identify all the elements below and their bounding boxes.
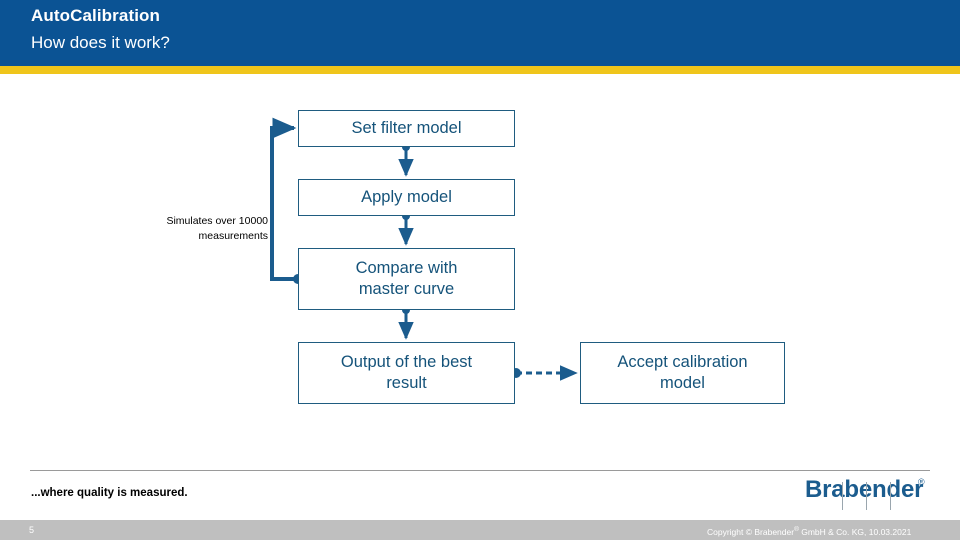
flow-node-label-line1: Output of the best — [340, 353, 473, 371]
flow-node-label-line1: Accept calibration — [617, 353, 748, 371]
footer-divider — [30, 470, 930, 471]
copyright-prefix: Copyright © Brabender — [707, 526, 795, 537]
connector-output-to-accept — [511, 365, 578, 381]
page-title: AutoCalibration — [31, 6, 160, 25]
page-number: 5 — [29, 525, 35, 535]
accent-stripe — [0, 66, 960, 74]
flow-node-label-wrap: Compare with master curve — [356, 258, 458, 300]
flow-node-apply-model[interactable]: Apply model — [298, 179, 515, 216]
flow-node-accept-calibration-model[interactable]: Accept calibration model — [580, 342, 785, 404]
simulation-annotation: Simulates over 10000 measurements — [120, 214, 268, 244]
connector-compare-to-output — [398, 306, 414, 340]
connector-set-filter-to-apply — [398, 143, 414, 177]
logo-tick-icon-1 — [842, 482, 843, 510]
flow-node-label: Set filter model — [351, 119, 462, 137]
registered-mark-icon: ® — [918, 477, 925, 487]
footer-bar — [0, 520, 960, 540]
flow-node-label: Apply model — [361, 188, 452, 206]
connector-apply-to-compare — [398, 212, 414, 246]
page-subtitle: How does it work? — [31, 33, 170, 52]
flow-node-label-line2: result — [386, 374, 427, 392]
flow-node-label-wrap: Accept calibration model — [617, 352, 747, 394]
flow-node-label-line2: master curve — [358, 280, 455, 298]
logo-tick-icon-3 — [890, 482, 891, 510]
logo-tick-icon-2 — [866, 482, 867, 510]
flowchart-canvas: Set filter model Apply model Compare wit… — [0, 74, 960, 466]
flow-node-output-best-result[interactable]: Output of the best result — [298, 342, 515, 404]
copyright-suffix: GmbH & Co. KG, 10.03.2021 — [798, 526, 912, 537]
flow-node-set-filter-model[interactable]: Set filter model — [298, 110, 515, 147]
slide-header — [0, 0, 960, 66]
company-tagline: ...where quality is measured. — [31, 487, 188, 499]
simulation-annotation-line1: Simulates over 10000 — [166, 215, 268, 227]
brabender-logo: Brabender ® — [805, 476, 933, 510]
flow-node-label-line1: Compare with — [355, 259, 458, 277]
flow-node-label-line2: model — [660, 374, 705, 392]
copyright-notice: Copyright © Brabender® GmbH & Co. KG, 10… — [707, 526, 911, 537]
simulation-annotation-line2: measurements — [198, 230, 268, 242]
flow-node-compare-master-curve[interactable]: Compare with master curve — [298, 248, 515, 310]
brabender-logo-text: Brabender — [805, 476, 924, 503]
copyright-registered-icon: ® — [794, 526, 799, 533]
flow-node-label-wrap: Output of the best result — [341, 352, 472, 394]
